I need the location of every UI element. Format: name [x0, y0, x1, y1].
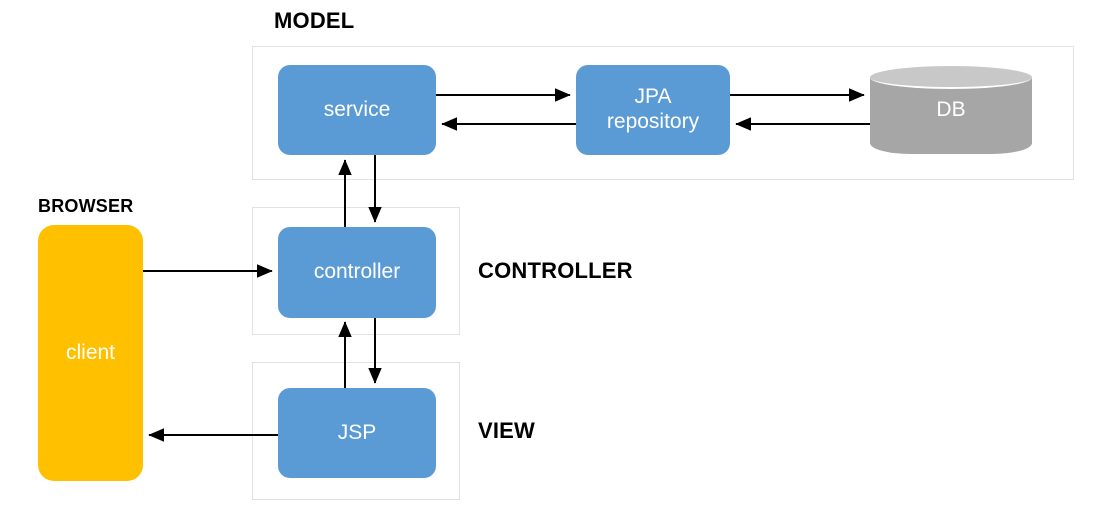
model-section-container	[252, 46, 1074, 180]
model-section-label: MODEL	[274, 8, 355, 33]
node-jpa-repository-line2: repository	[606, 110, 700, 133]
node-service[interactable]: service	[278, 65, 436, 155]
browser-section-label: BROWSER	[38, 196, 134, 216]
node-jpa-repository-line1: JPA	[634, 85, 672, 109]
node-db-label: DB	[936, 98, 966, 121]
node-jpa-repository[interactable]: JPA repository	[576, 65, 730, 155]
cylinder-bottom-ellipse	[870, 132, 1032, 154]
node-jsp[interactable]: JSP	[278, 388, 436, 478]
node-controller[interactable]: controller	[278, 227, 436, 318]
node-database-cylinder[interactable]: DB	[870, 66, 1032, 154]
view-section-container	[252, 362, 460, 500]
cylinder-top-ellipse	[870, 66, 1032, 89]
controller-section-label: CONTROLLER	[478, 258, 633, 283]
view-section-label: VIEW	[478, 418, 536, 443]
node-client[interactable]: client	[38, 225, 143, 481]
